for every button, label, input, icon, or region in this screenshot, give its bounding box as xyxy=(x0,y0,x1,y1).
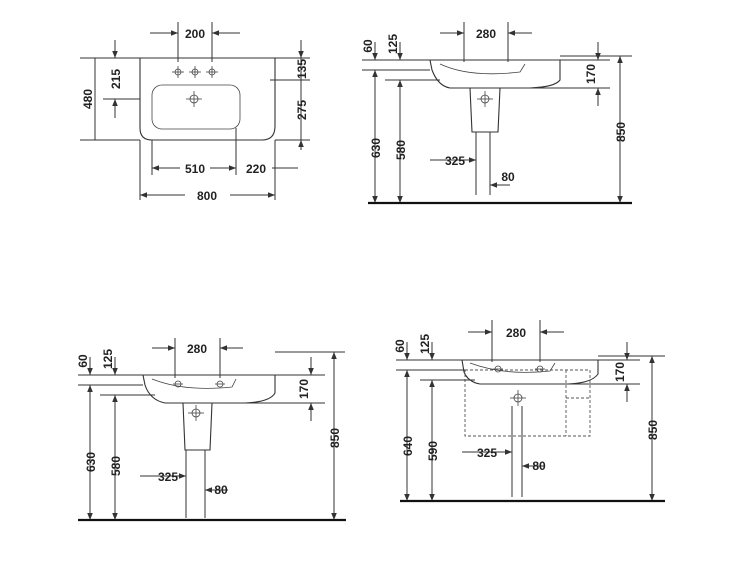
dim-c-170: 170 xyxy=(613,362,627,382)
dim-a-630: 630 xyxy=(369,138,383,158)
dim-c-325: 325 xyxy=(477,446,497,460)
dim-a-60: 60 xyxy=(361,39,375,53)
pedestal-b xyxy=(182,402,213,451)
side-view-c-drawing: 280 60 125 170 640 590 850 325 80 xyxy=(393,320,665,503)
dim-c-590: 590 xyxy=(426,441,440,461)
side-view-a-drawing: 280 60 125 170 630 580 850 325 80 xyxy=(361,22,632,205)
dim-a-125: 125 xyxy=(386,34,400,54)
dim-b-170: 170 xyxy=(297,379,311,399)
vanity-unit-outline xyxy=(464,369,591,437)
dim-b-125: 125 xyxy=(101,349,115,369)
dim-b-850: 850 xyxy=(328,428,342,448)
bowl-outline xyxy=(151,84,241,130)
dim-right-275: 275 xyxy=(295,100,309,120)
dim-b-630: 630 xyxy=(84,452,98,472)
dim-bottom-510: 510 xyxy=(185,162,205,176)
dim-a-280: 280 xyxy=(476,27,496,41)
dim-a-580: 580 xyxy=(394,140,408,160)
dim-b-60: 60 xyxy=(76,354,90,368)
tap-holes-icon xyxy=(172,66,218,78)
dim-b-580: 580 xyxy=(109,456,123,476)
dim-a-325: 325 xyxy=(445,154,465,168)
top-view-drawing: 200 480 215 135 275 510 220 800 xyxy=(80,22,310,203)
side-view-b-drawing: 280 60 125 170 630 580 850 325 80 xyxy=(76,338,346,522)
dim-bottom-800: 800 xyxy=(197,189,217,203)
dim-c-280: 280 xyxy=(506,326,526,340)
dim-c-850: 850 xyxy=(646,420,660,440)
dim-a-80: 80 xyxy=(501,170,515,184)
basin-side-b xyxy=(142,374,276,404)
dim-a-170: 170 xyxy=(584,64,598,84)
dim-a-850: 850 xyxy=(614,122,628,142)
dim-left-215: 215 xyxy=(109,69,123,89)
dim-right-135: 135 xyxy=(295,59,309,79)
dim-c-80: 80 xyxy=(532,459,546,473)
dim-left-480: 480 xyxy=(81,89,95,109)
dim-c-60: 60 xyxy=(393,339,407,353)
dim-c-125: 125 xyxy=(418,334,432,354)
dim-b-325: 325 xyxy=(158,470,178,484)
dim-b-80: 80 xyxy=(214,483,228,497)
dim-b-280: 280 xyxy=(187,342,207,356)
dim-top-200: 200 xyxy=(185,27,205,41)
dim-c-640: 640 xyxy=(401,436,415,456)
basin-outline-top xyxy=(139,57,276,141)
dim-bottom-220: 220 xyxy=(246,162,266,176)
